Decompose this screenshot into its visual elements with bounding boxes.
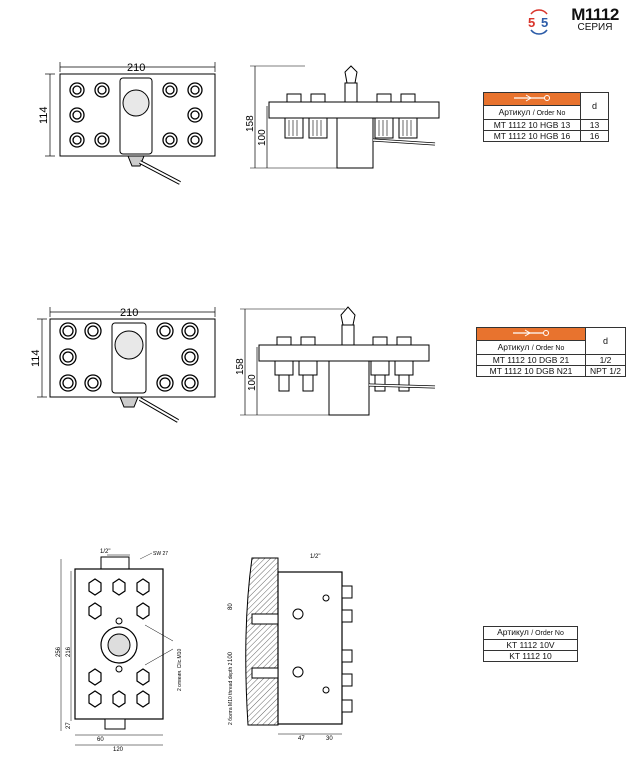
drawing1-top-view: 210 114 [38,62,216,185]
table1-d: 16 [580,130,609,142]
d1-side-total-dim: 158 [245,115,256,132]
table3-article: KT 1112 10V [483,639,578,651]
d2-height-dim: 114 [30,349,42,367]
table3-header-sub: / Order No [531,630,564,637]
table1-article: MT 1112 10 HGB 13 [483,119,581,131]
d3-side-dim-80: 80 [228,603,234,610]
table2-d: NPT 1/2 [585,365,626,377]
table3-header: Артикул / Order No [483,626,578,640]
d1-height-dim: 114 [38,106,50,124]
table2-header: Артикул / Order No [476,340,586,355]
d3-height-inner: 216 [66,646,72,657]
d3-side-thread: 1/2" [310,554,320,560]
drawing2-side-view: 158 100 [235,306,436,416]
logo-digit-left: 5 [528,15,535,30]
drawing1-side-view: 158 100 [245,65,440,169]
table1-d: 13 [580,119,609,131]
table2-article: MT 1112 10 DGB N21 [476,365,586,377]
table2-header-sub: / Order No [531,345,565,352]
brand-logo: 5 5 [528,9,548,35]
table2-header-label: Артикул [497,342,530,352]
connector-icon [514,94,550,102]
table1-article: MT 1112 10 HGB 16 [483,130,581,142]
d2-side-total-dim: 158 [235,358,246,375]
table1-col-d: d [580,92,609,120]
drawing3-front-view: 1/2" SW 27 256 216 27 2 отвеия. Clic.M10… [56,549,183,753]
d3-side-m10: 2 болта M10 thread depth 2 [228,662,234,725]
d3-side-dim-100: 100 [228,651,234,662]
d3-side-dim-30: 30 [326,736,333,742]
table1-orange-header [483,92,581,106]
d3-sw-label: SW 27 [153,551,168,557]
table-row: KT 1112 10 [483,650,578,662]
logo-digit-right: 5 [541,15,548,30]
table3-article: KT 1112 10 [483,650,578,662]
table-row: KT 1112 10V [483,639,578,651]
d3-width-inner: 60 [97,737,104,743]
series-code: M1112 [571,5,619,24]
d1-side-body-dim: 100 [257,129,268,146]
table2-d: 1/2 [585,354,626,366]
series-header: M1112 СЕРИЯ [560,6,630,33]
table2-col-d: d [585,327,626,355]
table2-orange-header [476,327,586,341]
table2-article: MT 1112 10 DGB 21 [476,354,586,366]
d3-side-dim-47: 47 [298,736,305,742]
d3-holes-label: 2 отвеия. Clic.M10 [177,649,183,691]
d3-bottom-offset: 27 [66,722,72,729]
table1-header: Артикул / Order No [483,105,581,120]
d3-thread-top: 1/2" [100,549,110,555]
d2-width-dim: 210 [120,307,138,319]
connector-icon [513,329,549,337]
table1-header-label: Артикул [498,107,531,117]
drawing3-side-view: 1/2" 80 100 2 болта M10 thread depth 2 4… [228,554,353,742]
table1-header-sub: / Order No [532,110,566,117]
d3-width-total: 120 [113,747,124,753]
drawing2-top-view: 210 114 [30,307,216,423]
table3-header-label: Артикул [497,627,529,637]
d3-height-total: 256 [56,646,62,657]
d1-width-dim: 210 [127,62,145,74]
d2-side-body-dim: 100 [247,374,258,391]
order-table-3: Артикул / Order No KT 1112 10V KT 1112 1… [483,626,578,662]
series-label: СЕРИЯ [577,22,613,33]
